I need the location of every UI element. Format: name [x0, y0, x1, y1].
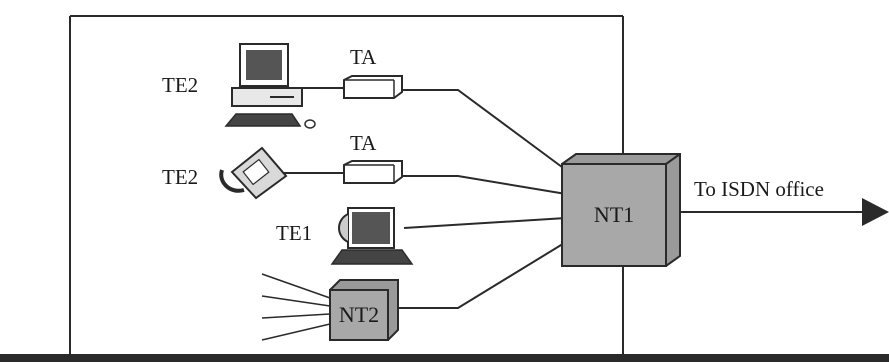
link-nt2-nt1 — [396, 242, 566, 308]
label-te1: TE1 — [276, 221, 312, 245]
label-nt2: NT2 — [339, 302, 379, 327]
telephone-icon — [221, 148, 286, 198]
link-ta-nt1-top — [402, 90, 566, 170]
arrow-head-icon — [862, 198, 889, 226]
label-ta-middle: TA — [350, 131, 377, 155]
label-nt1: NT1 — [594, 202, 634, 227]
link-te1-nt1 — [404, 218, 566, 228]
ta-device-middle — [344, 161, 402, 183]
ta-device-top — [344, 76, 402, 98]
label-ta-top: TA — [350, 45, 377, 69]
nt2-fanout-lines — [262, 274, 330, 340]
link-ta-nt1-mid — [402, 176, 566, 194]
isdn-terminal-icon — [332, 208, 412, 264]
desktop-computer-icon — [226, 44, 315, 128]
label-to-isdn-office: To ISDN office — [694, 177, 824, 201]
label-te2-computer: TE2 — [162, 73, 198, 97]
label-te2-phone: TE2 — [162, 165, 198, 189]
